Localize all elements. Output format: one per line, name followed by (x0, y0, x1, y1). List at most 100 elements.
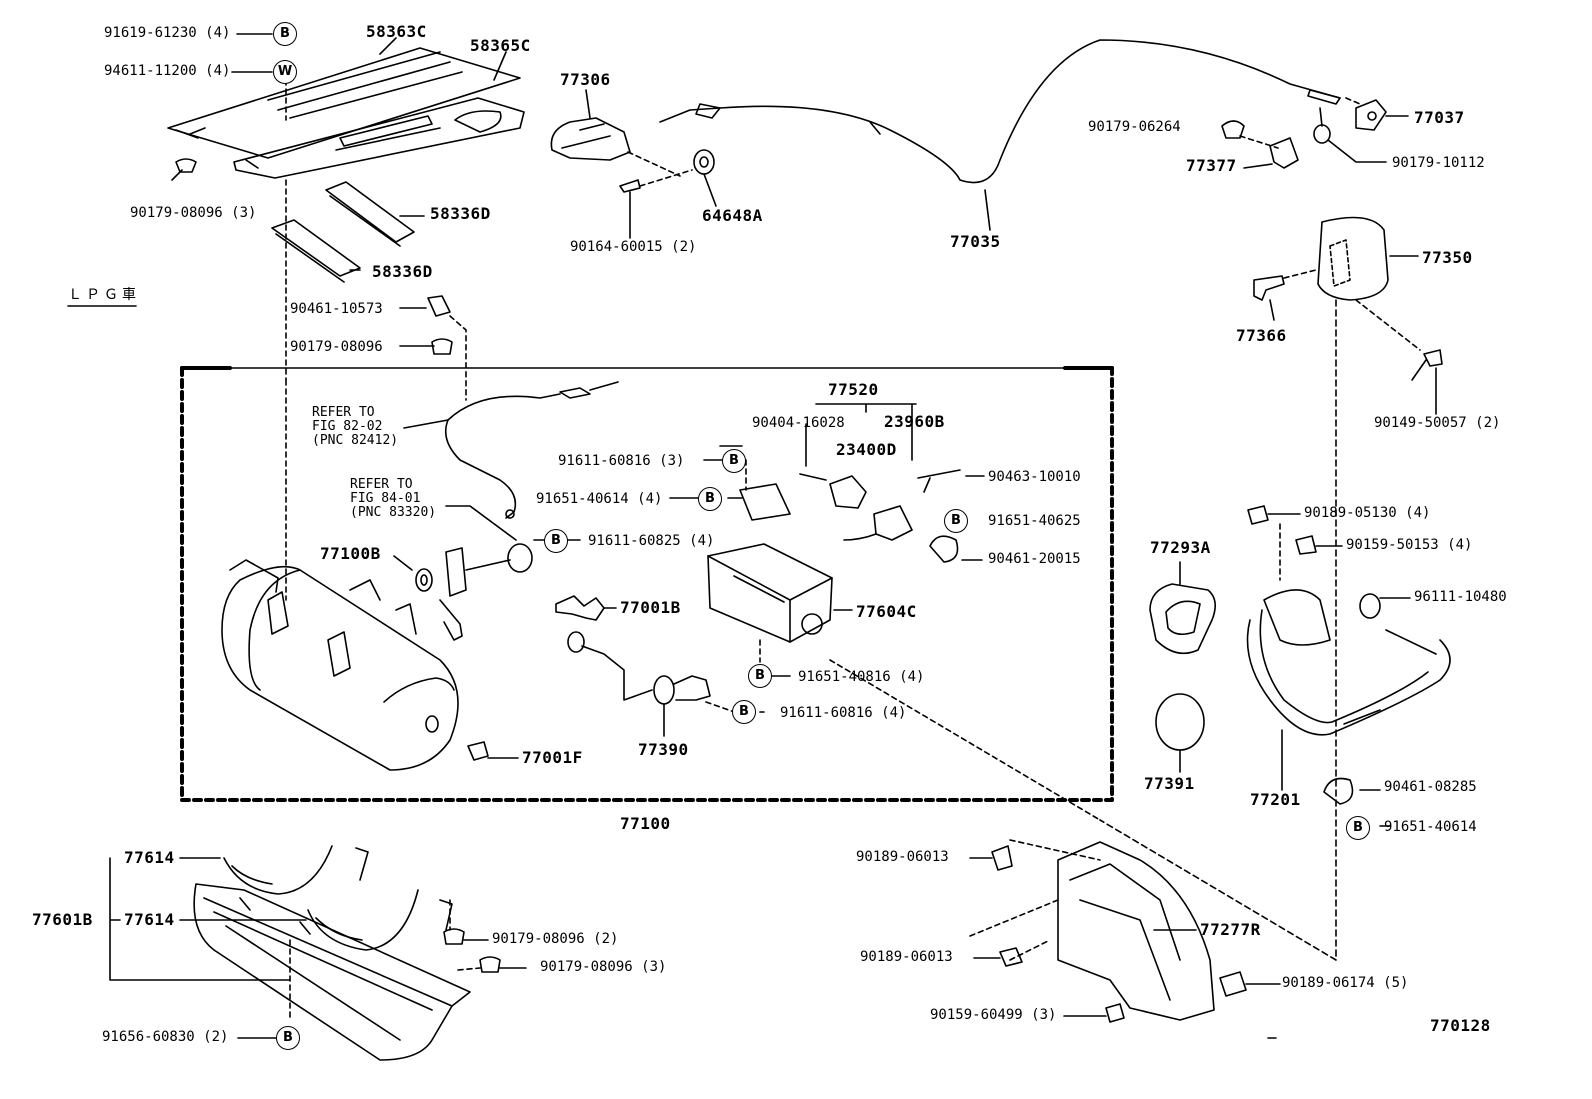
valve-assembly (439, 543, 533, 641)
part-label: 90179-06264 (1088, 119, 1181, 135)
part-label: 23400D (836, 440, 897, 459)
part-label: 77601B (32, 910, 93, 929)
bracket-91651 (739, 483, 791, 521)
part-label: 90189-06013 (860, 949, 953, 965)
part-label: 91651-40816 (4) (798, 669, 925, 685)
bolt-badge-b: B (1346, 816, 1370, 840)
lpg-tank (221, 559, 459, 771)
bracket-77037 (1355, 99, 1387, 131)
band-77614-a (223, 845, 333, 895)
clip-90179-08096 (431, 338, 453, 355)
part-label: 77377 (1186, 156, 1237, 175)
part-label: 77201 (1250, 790, 1301, 809)
part-label: 91611-60816 (4) (780, 705, 907, 721)
part-label: 77350 (1422, 248, 1473, 267)
bracket-58336D-b (271, 219, 361, 283)
cable-77035 (659, 39, 1341, 184)
part-label: 90461-10573 (290, 301, 383, 317)
screw-90159-60499 (1105, 1003, 1125, 1023)
valve-77001B (555, 595, 605, 621)
seal-77391 (1155, 693, 1205, 751)
clip-90179-08096-top (175, 158, 197, 173)
part-label: 77366 (1236, 326, 1287, 345)
screw-90159-50153 (1295, 535, 1317, 555)
part-label: 90164-60015 (2) (570, 239, 697, 255)
part-label: 77604C (856, 602, 917, 621)
fuel-lid-77350 (1317, 216, 1389, 301)
screw-90164-60015 (619, 179, 641, 239)
part-label: 90461-20015 (988, 551, 1081, 567)
part-label: 58336D (372, 262, 433, 281)
part-label: 64648A (702, 206, 763, 225)
bolt-badge-b: B (732, 700, 756, 724)
group-frame-77100 (180, 366, 1114, 802)
part-label: 90189-05130 (4) (1304, 505, 1431, 521)
valve-77390 (567, 631, 711, 705)
part-label: 77306 (560, 70, 611, 89)
part-label: 77520 (828, 380, 879, 399)
part-label: 90463-10010 (988, 469, 1081, 485)
cover-77601B (193, 883, 471, 1061)
part-label: 91611-60816 (3) (558, 453, 685, 469)
bolt-badge-b: B (722, 449, 746, 473)
part-label: 91619-61230 (4) (104, 25, 231, 41)
part-label: 90149-50057 (2) (1374, 415, 1501, 431)
part-label: 90179-08096 (2) (492, 931, 619, 947)
solenoid-23960B (843, 505, 913, 541)
bolt-badge-b: B (748, 664, 772, 688)
part-label: 90461-08285 (1384, 779, 1477, 795)
part-label: 77614 (124, 848, 175, 867)
floor-plate-58363C (167, 47, 521, 159)
part-label: 90179-08096 (3) (540, 959, 667, 975)
clip-90179-08096-3 (479, 956, 501, 973)
screw-90149-50057 (1411, 349, 1443, 381)
bolt-90189-06013-a (991, 845, 1013, 871)
filler-77293A (1149, 583, 1216, 655)
part-label: 77037 (1414, 108, 1465, 127)
bolt-badge-b: B (544, 529, 568, 553)
refer-note-84: REFER TO FIG 84-01 (PNC 83320) (350, 477, 437, 520)
bolt-badge-b: B (276, 1026, 300, 1050)
plug-77001F (467, 741, 489, 761)
part-label: 90189-06013 (856, 849, 949, 865)
bolt-badge-b: B (944, 509, 968, 533)
part-label: 90179-08096 (3) (130, 205, 257, 221)
part-label: 90189-06174 (5) (1282, 975, 1409, 991)
dashed-vertical-right (1099, 299, 1337, 961)
part-label: 90404-16028 (752, 415, 845, 431)
part-label: 77001B (620, 598, 681, 617)
part-label: 77390 (638, 740, 689, 759)
connector-90461-10573 (427, 295, 451, 317)
part-label: 77293A (1150, 538, 1211, 557)
band-77614-b (307, 889, 419, 951)
part-label: 91651-40625 (988, 513, 1081, 529)
refer-cable (444, 381, 619, 519)
lever-77306 (550, 117, 631, 161)
bracket-58336D-a (325, 181, 415, 247)
part-label: 58363C (366, 22, 427, 41)
part-label: 77100B (320, 544, 381, 563)
clip-90179-08096-2 (443, 928, 465, 945)
part-label: 58336D (430, 204, 491, 223)
bolt-badge-b: B (273, 22, 297, 46)
part-label: 96111-10480 (1414, 589, 1507, 605)
washer-badge-w: W (273, 60, 297, 84)
part-label: 90179-08096 (290, 339, 383, 355)
clamp-90461-08285 (1323, 777, 1354, 805)
part-label: 23960B (884, 412, 945, 431)
gauge-77100B (415, 568, 433, 592)
part-label: 91656-60830 (2) (102, 1029, 229, 1045)
hinge-77366 (1253, 275, 1285, 301)
group-label-77100: 77100 (620, 814, 671, 833)
lpg-note: ＬＰＧ車 (68, 287, 140, 303)
part-label: 91651-40614 (1384, 819, 1477, 835)
bolt-90189-06174 (1219, 971, 1247, 997)
hose-77201 (1246, 589, 1451, 736)
bolt-badge-b: B (698, 487, 722, 511)
part-label: 90159-60499 (3) (930, 1007, 1057, 1023)
part-label: 77001F (522, 748, 583, 767)
part-label: 77035 (950, 232, 1001, 251)
part-label: 58365C (470, 36, 531, 55)
switch-23400D (799, 473, 867, 509)
